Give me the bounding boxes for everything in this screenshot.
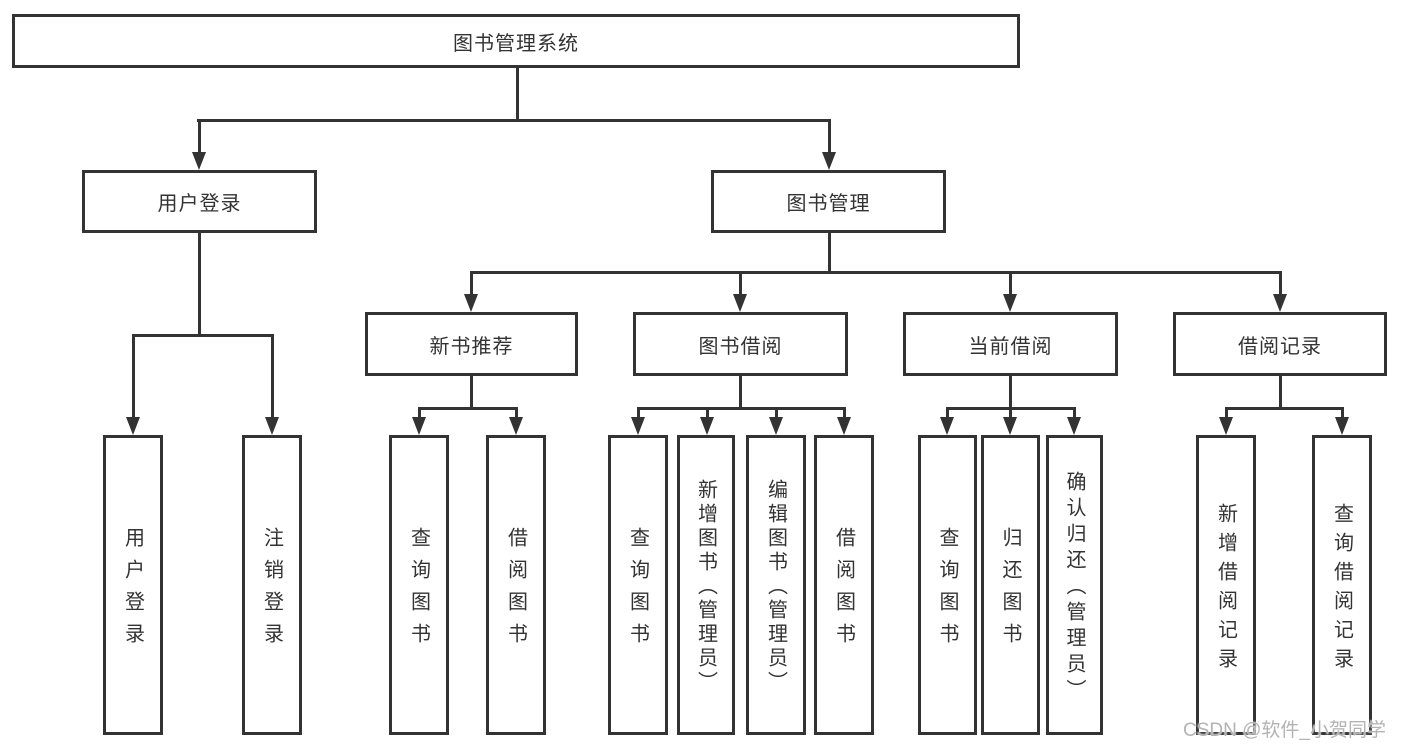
- arrow-down-icon: [1003, 294, 1017, 312]
- leaf-current-query-books: 查询图书: [918, 435, 977, 735]
- leaf-logout: 注销登录: [242, 435, 302, 735]
- connector-root-stem: [516, 66, 519, 121]
- connector-recommend-stem: [470, 376, 473, 410]
- connector-leaf: [1340, 407, 1344, 420]
- node-book-borrow: 图书借阅: [633, 312, 848, 376]
- connector-leaf: [946, 407, 949, 420]
- arrow-down-icon: [509, 417, 523, 435]
- connector-user-login-branch: [131, 334, 274, 337]
- node-borrow-records: 借阅记录: [1173, 312, 1387, 376]
- leaf-recommend-borrow-books: 借阅图书: [486, 435, 546, 735]
- connector-to-book-management: [827, 119, 831, 155]
- arrow-down-icon: [1067, 417, 1081, 435]
- arrow-down-icon: [192, 152, 206, 170]
- connector-root-branch: [197, 119, 831, 122]
- leaf-add-borrow-record: 新增借阅记录: [1196, 435, 1256, 735]
- arrow-down-icon: [700, 417, 714, 435]
- csdn-watermark: CSDN @软件_小贺同学: [1183, 720, 1386, 741]
- connector-book-mgmt-branch: [469, 271, 1282, 274]
- connector-leaf: [417, 407, 421, 420]
- connector-leaf: [774, 407, 778, 420]
- arrow-down-icon: [733, 294, 747, 312]
- connector-to-records: [1278, 271, 1282, 297]
- leaf-borrow-books: 借阅图书: [814, 435, 874, 735]
- connector-leaf: [705, 407, 709, 420]
- arrow-down-icon: [265, 417, 279, 435]
- connector-to-leaf-logout: [270, 334, 274, 420]
- arrow-down-icon: [126, 417, 140, 435]
- connector-borrow-branch: [636, 407, 846, 410]
- connector-leaf: [1224, 407, 1228, 420]
- connector-leaf: [1009, 407, 1012, 420]
- connector-to-user-login: [197, 119, 201, 155]
- connector-leaf: [636, 407, 640, 420]
- arrow-down-icon: [837, 417, 851, 435]
- arrow-down-icon: [412, 417, 426, 435]
- node-book-management: 图书管理: [711, 170, 946, 233]
- connector-recommend-branch: [417, 407, 518, 410]
- leaf-query-borrow-record: 查询借阅记录: [1312, 435, 1372, 735]
- connector-current-stem: [1009, 376, 1012, 410]
- connector-leaf: [842, 407, 846, 420]
- leaf-recommend-query-books: 查询图书: [389, 435, 449, 735]
- arrow-down-icon: [769, 417, 783, 435]
- arrow-down-icon: [940, 417, 954, 435]
- connector-borrow-stem: [739, 376, 742, 410]
- leaf-return-books: 归还图书: [981, 435, 1040, 735]
- arrow-down-icon: [1219, 417, 1233, 435]
- arrow-down-icon: [822, 152, 836, 170]
- node-user-login: 用户登录: [82, 170, 317, 233]
- connector-records-branch: [1224, 407, 1344, 410]
- connector-to-leaf-login: [131, 334, 135, 420]
- node-library-system: 图书管理系统: [12, 14, 1020, 68]
- node-current-borrow: 当前借阅: [903, 312, 1118, 376]
- arrow-down-icon: [1335, 417, 1349, 435]
- leaf-borrow-query-books: 查询图书: [608, 435, 668, 735]
- connector-user-login-stem: [198, 233, 201, 337]
- connector-leaf: [1073, 407, 1076, 420]
- leaf-add-books-admin: 新增图书（管理员）: [677, 435, 735, 735]
- arrow-down-icon: [1273, 294, 1287, 312]
- connector-to-recommend: [469, 271, 473, 297]
- arrow-down-icon: [464, 294, 478, 312]
- connector-leaf: [514, 407, 518, 420]
- leaf-confirm-return-admin: 确认归还（管理员）: [1046, 435, 1103, 735]
- leaf-edit-books-admin: 编辑图书（管理员）: [746, 435, 806, 735]
- connector-records-stem: [1278, 376, 1282, 410]
- connector-to-borrow: [738, 271, 742, 297]
- node-new-book-recommend: 新书推荐: [365, 312, 578, 376]
- leaf-user-login: 用户登录: [103, 435, 163, 735]
- arrow-down-icon: [1003, 417, 1017, 435]
- connector-to-current: [1008, 271, 1012, 297]
- connector-book-mgmt-stem: [827, 233, 831, 274]
- arrow-down-icon: [631, 417, 645, 435]
